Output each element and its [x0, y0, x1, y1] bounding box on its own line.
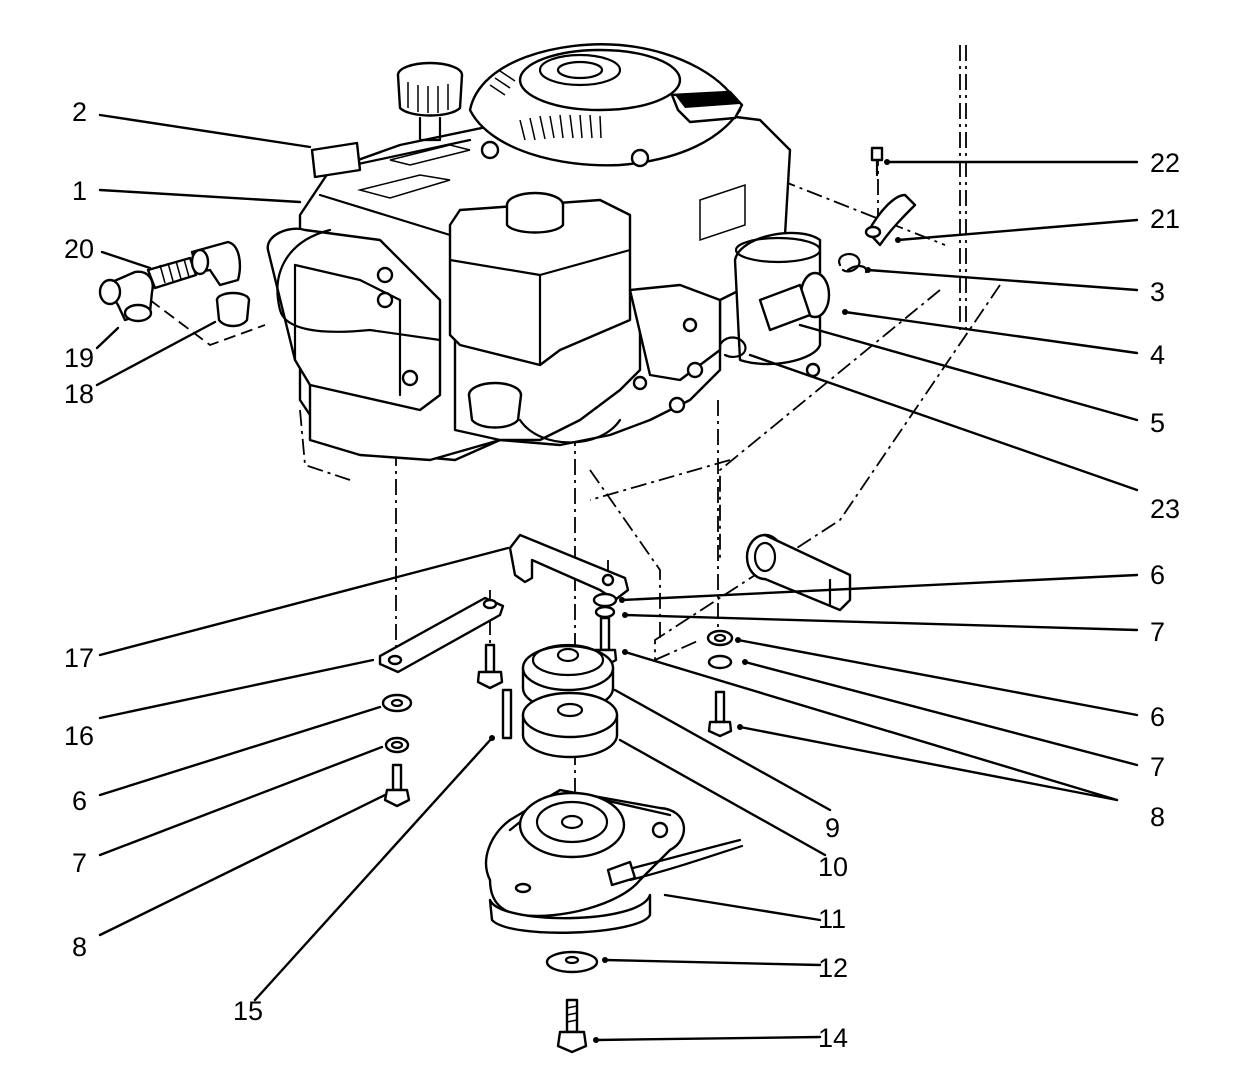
pulleys [521, 643, 619, 759]
mounting-bracket [508, 533, 630, 602]
mounting-plate [378, 596, 505, 674]
callout-2: 2 [72, 97, 87, 127]
callout-1: 1 [72, 176, 87, 206]
callout-12: 12 [818, 953, 848, 983]
callout-11: 11 [818, 904, 846, 934]
electric-clutch [484, 788, 744, 934]
callout-8-left: 8 [72, 932, 87, 962]
callout-3: 3 [1150, 277, 1165, 307]
callout-labels: 2 1 20 19 18 22 21 3 4 5 23 6 7 6 7 8 9 … [64, 97, 1180, 1053]
callout-19: 19 [64, 343, 94, 373]
callout-14: 14 [818, 1023, 848, 1053]
callout-23: 23 [1150, 494, 1180, 524]
callout-7-bracket: 7 [1150, 617, 1165, 647]
engine-assembly [266, 43, 822, 462]
callout-21: 21 [1150, 204, 1180, 234]
callout-9: 9 [825, 813, 840, 843]
callout-7-left: 7 [72, 848, 87, 878]
decal [310, 141, 362, 179]
tailpipe [745, 533, 852, 612]
clutch-hardware [545, 950, 599, 1054]
callout-16: 16 [64, 721, 94, 751]
callout-20: 20 [64, 234, 94, 264]
oil-drain-fittings [98, 240, 251, 328]
callout-17: 17 [64, 643, 94, 673]
callout-5: 5 [1150, 408, 1165, 438]
hose-and-clamps [718, 146, 917, 359]
callout-7-right: 7 [1150, 752, 1165, 782]
callout-10: 10 [818, 852, 848, 882]
callout-6-left: 6 [72, 786, 87, 816]
callout-4: 4 [1150, 340, 1165, 370]
callout-6-bracket: 6 [1150, 560, 1165, 590]
callout-18: 18 [64, 379, 94, 409]
callout-22: 22 [1150, 148, 1180, 178]
callout-15: 15 [233, 996, 263, 1026]
leader-lines [95, 113, 1139, 1043]
callout-6-right: 6 [1150, 702, 1165, 732]
callout-8-right: 8 [1150, 802, 1165, 832]
